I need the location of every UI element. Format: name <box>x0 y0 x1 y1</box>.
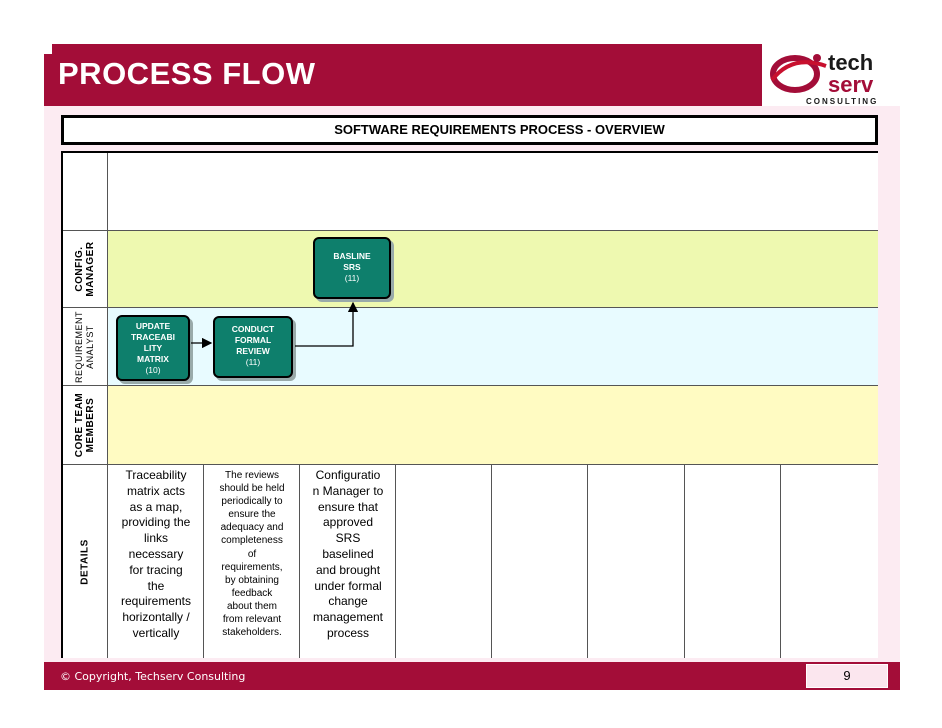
lane-label-core-team: CORE TEAM MEMBERS <box>74 393 96 458</box>
detail-column <box>685 465 781 658</box>
detail-line: n Manager to <box>312 483 384 498</box>
detail-line: of <box>247 548 257 560</box>
lane-label-cell <box>63 153 108 230</box>
box-number: (11) <box>245 357 261 367</box>
detail-line: Configuratio <box>315 468 381 482</box>
box-label-line: REVIEW <box>236 346 270 356</box>
detail-line: SRS <box>335 531 361 546</box>
detail-line: the <box>147 578 165 593</box>
detail-line: The reviews <box>225 470 279 481</box>
detail-line: providing the <box>121 515 191 530</box>
detail-line: and brought <box>315 562 381 577</box>
copyright-text: © Copyright, Techserv Consulting <box>60 670 246 683</box>
detail-column <box>300 465 396 658</box>
diagram-title: SOFTWARE REQUIREMENTS PROCESS - OVERVIEW <box>61 115 878 145</box>
lane-label-line1: REQUIREMENT <box>74 310 84 383</box>
detail-line: stakeholders. <box>222 627 282 639</box>
svg-text:tech: tech <box>828 50 873 75</box>
lane-requirement-analyst: REQUIREMENT ANALYST <box>63 307 878 385</box>
lane-label-line2: MANAGER <box>85 241 96 297</box>
detail-line: should be held <box>219 483 285 495</box>
lane-label-line1: CONFIG. <box>74 246 85 292</box>
process-box-baseline-srs[interactable]: BASLINE SRS (11) <box>313 237 391 299</box>
process-box-conduct-review[interactable]: CONDUCT FORMAL REVIEW (11) <box>213 316 293 378</box>
box-label-line: SRS <box>343 262 361 272</box>
footer-bar <box>44 662 900 690</box>
lane-label-cell: CORE TEAM MEMBERS <box>63 386 108 464</box>
page-title: PROCESS FLOW <box>58 56 316 91</box>
detail-line: process <box>326 625 370 640</box>
lane-label-config-manager: CONFIG. MANAGER <box>74 241 96 296</box>
box-label-line: LITY <box>143 343 163 353</box>
detail-line: baselined <box>322 546 374 561</box>
detail-column <box>108 465 204 658</box>
detail-column <box>396 465 492 658</box>
process-box-update-traceability[interactable]: UPDATE TRACEABI LITY MATRIX (10) <box>116 315 190 381</box>
lane-label-line2: ANALYST <box>85 324 95 369</box>
lane-details: DETAILS Traceability matrix acts as a ma… <box>63 464 878 658</box>
detail-line: completeness <box>221 535 283 547</box>
lane-label-requirement-analyst: REQUIREMENT ANALYST <box>74 310 96 382</box>
lane-label-line2: MEMBERS <box>85 397 96 453</box>
detail-line: about them <box>226 600 278 612</box>
detail-line: ensure that <box>317 499 379 514</box>
lane-config-manager: CONFIG. MANAGER <box>63 230 878 307</box>
svg-text:CONSULTING: CONSULTING <box>806 97 878 106</box>
box-label-line: FORMAL <box>234 335 272 345</box>
detail-line: necessary <box>128 546 184 561</box>
box-label-line: UPDATE <box>135 321 171 331</box>
detail-line: from relevant <box>222 614 282 626</box>
diagram-title-text: SOFTWARE REQUIREMENTS PROCESS - OVERVIEW <box>334 122 665 137</box>
header-notch <box>44 44 52 54</box>
detail-line: requirements, <box>221 561 283 573</box>
box-label-line: CONDUCT <box>231 324 275 334</box>
detail-line: management <box>312 610 384 625</box>
lane-label-cell: REQUIREMENT ANALYST <box>63 308 108 385</box>
swimlane-diagram: CONFIG. MANAGER REQUIREMENT ANALYST CORE… <box>61 151 878 658</box>
logo-swoosh-icon: tech serv CONSULTING <box>770 50 878 106</box>
detail-line: adequacy and <box>220 522 284 534</box>
svg-text:serv: serv <box>828 72 874 97</box>
detail-line: vertically <box>132 625 180 640</box>
detail-line: as a map, <box>129 499 183 514</box>
detail-line: under formal <box>314 578 382 593</box>
lane-label-cell: DETAILS <box>63 465 108 658</box>
header-bar <box>44 44 762 106</box>
lane-blank <box>63 153 878 230</box>
lane-core-team: CORE TEAM MEMBERS <box>63 385 878 464</box>
detail-line: requirements <box>120 594 192 609</box>
page-number: 9 <box>806 664 888 688</box>
lane-label-details: DETAILS <box>79 538 91 585</box>
detail-line: approved <box>322 515 374 530</box>
detail-line: by obtaining <box>225 574 279 586</box>
detail-line: change <box>328 594 368 609</box>
detail-text-config: Configuratio n Manager to ensure that ap… <box>302 468 394 642</box>
detail-column <box>204 465 300 658</box>
detail-column <box>492 465 588 658</box>
box-number: (10) <box>145 365 161 375</box>
detail-line: matrix acts <box>126 483 185 498</box>
box-label-line: TRACEABI <box>131 332 175 342</box>
detail-column <box>588 465 685 658</box>
techserv-logo: tech serv CONSULTING <box>762 44 900 106</box>
lane-label-line1: CORE TEAM <box>74 392 85 458</box>
box-label-line: MATRIX <box>137 354 169 364</box>
box-label-line: BASLINE <box>333 251 371 261</box>
lane-label-cell: CONFIG. MANAGER <box>63 231 108 307</box>
detail-line: horizontally / <box>122 610 190 625</box>
detail-line: Traceability <box>125 468 187 482</box>
box-number: (11) <box>344 273 360 283</box>
detail-line: ensure the <box>228 509 276 521</box>
detail-line: periodically to <box>221 496 283 508</box>
detail-text-reviews: The reviews should be held periodically … <box>206 469 298 639</box>
detail-text-traceability: Traceability matrix acts as a map, provi… <box>112 468 200 642</box>
detail-line: for tracing <box>129 562 183 577</box>
detail-line: feedback <box>231 587 273 599</box>
detail-line: links <box>143 531 168 546</box>
